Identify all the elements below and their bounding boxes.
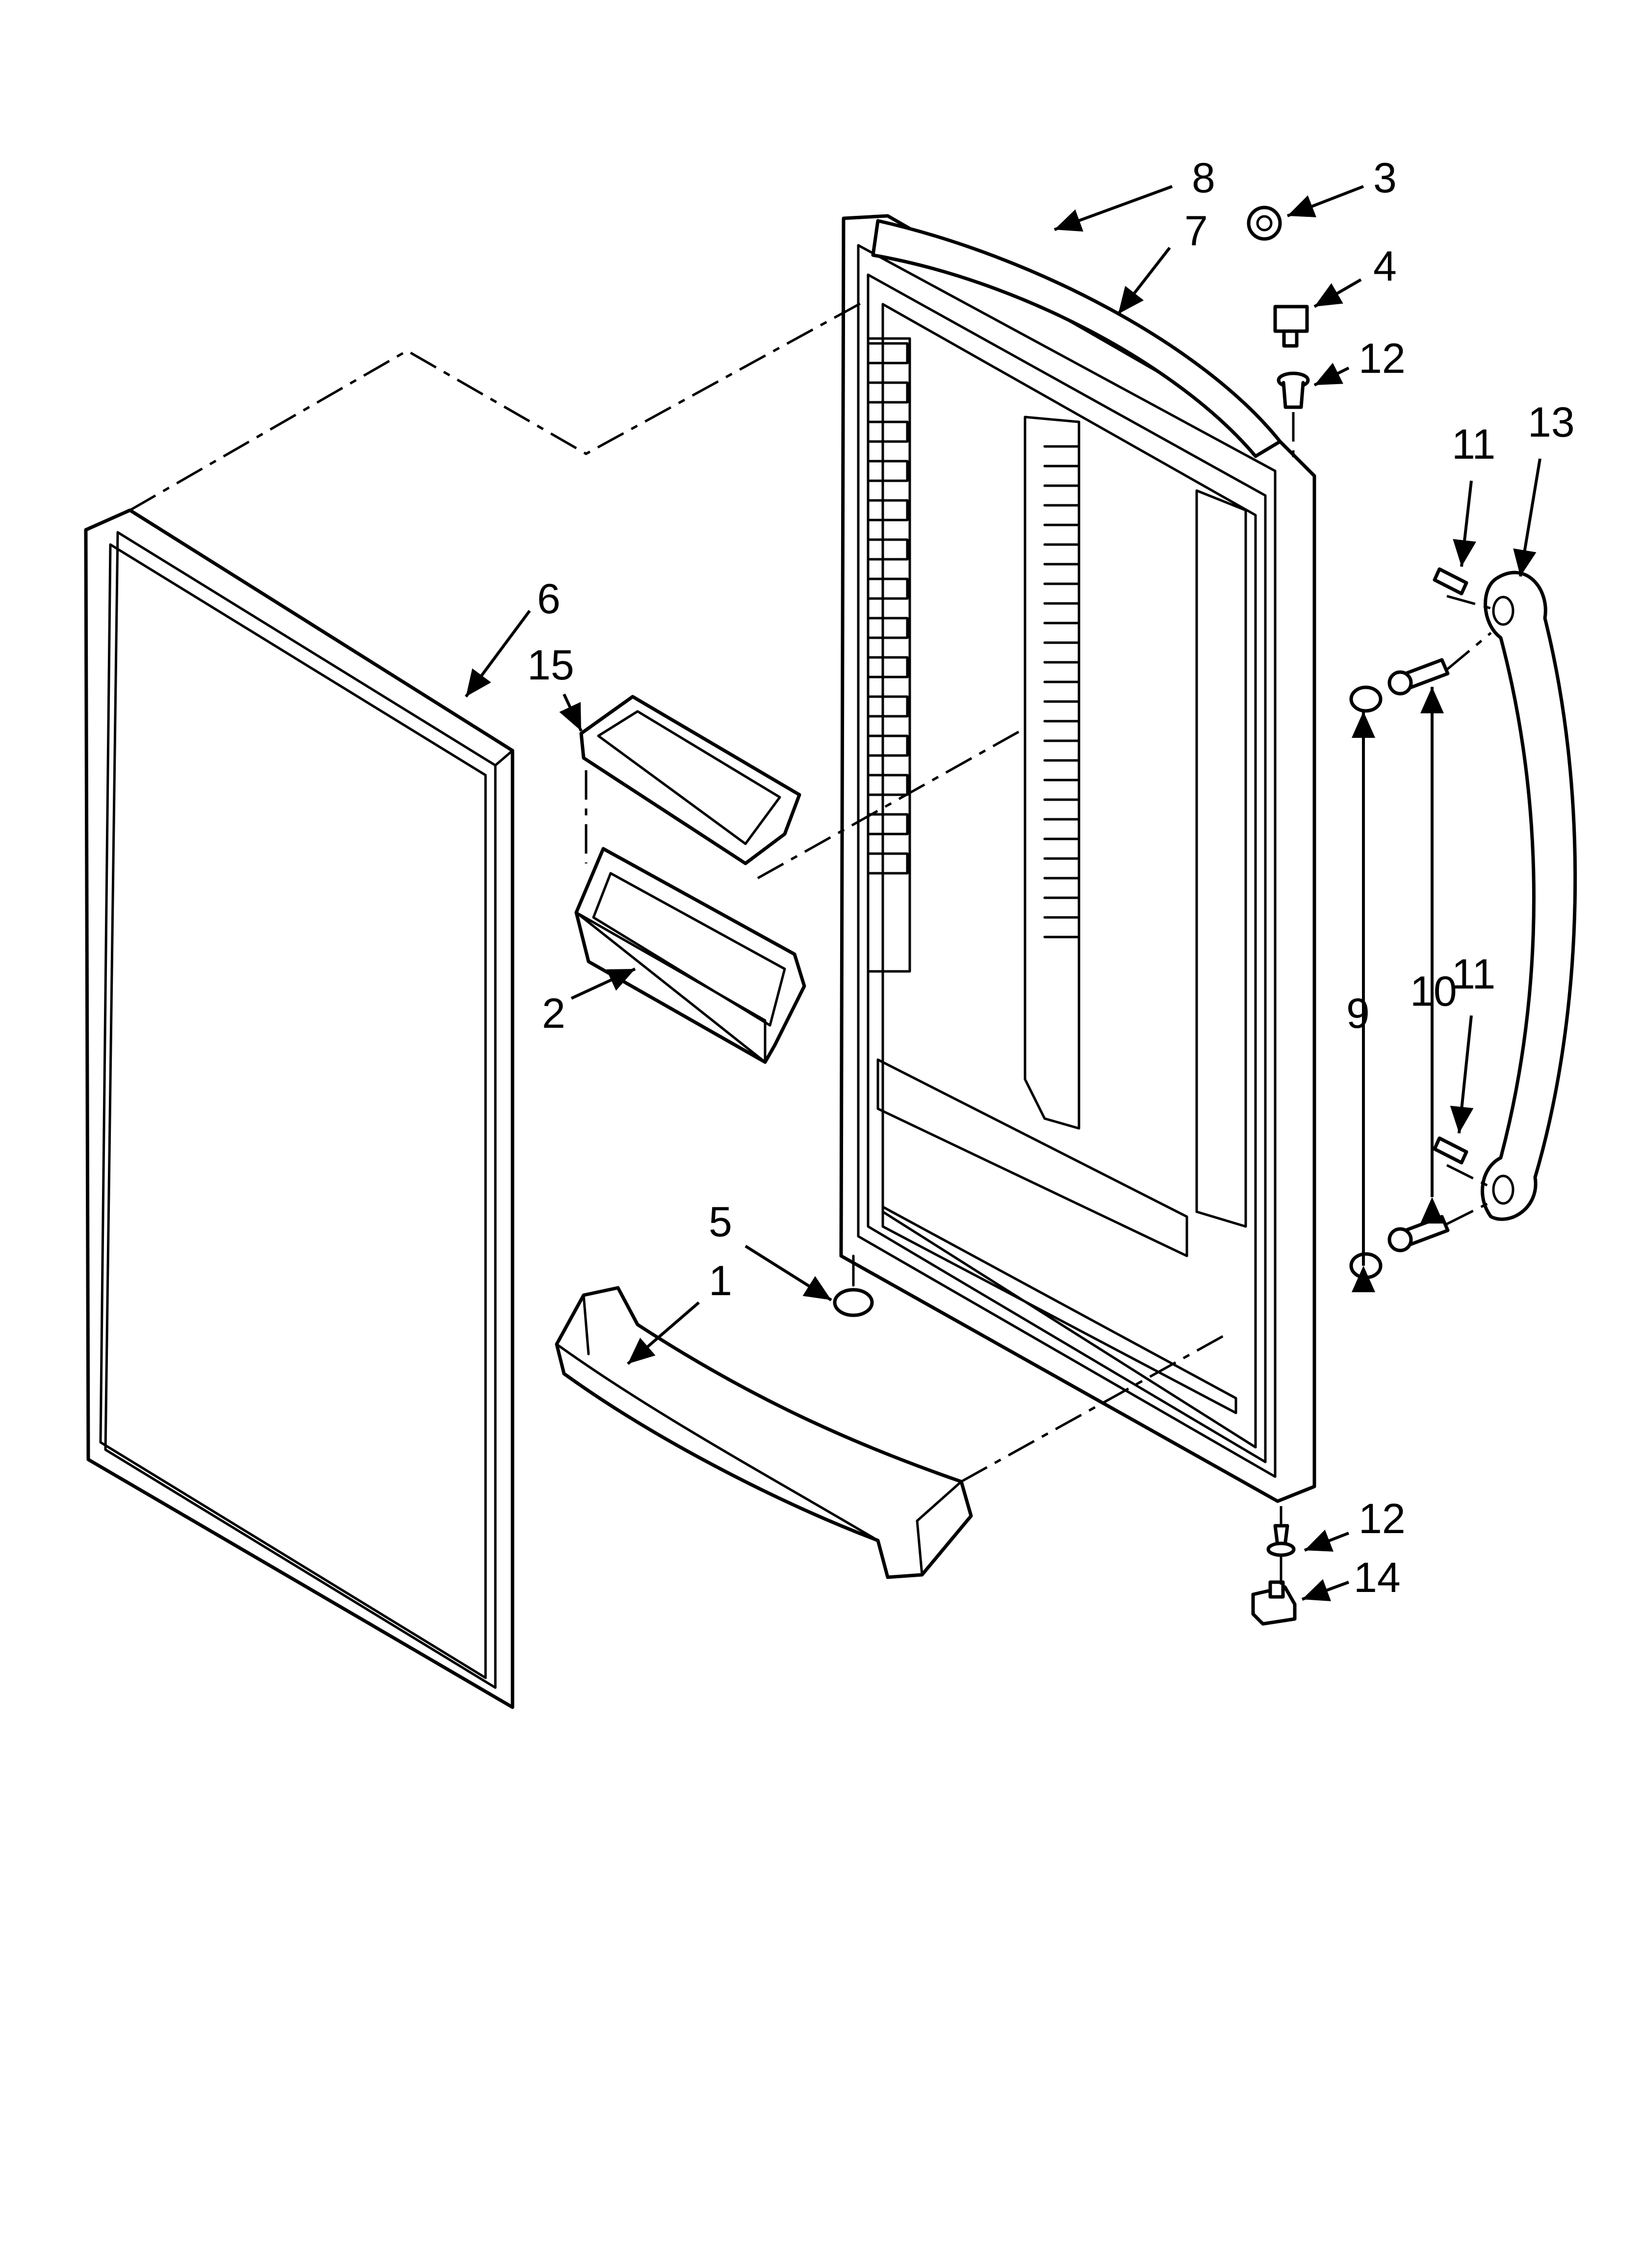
callout-8: 8 (1192, 155, 1215, 202)
hinge-plate-top (1273, 305, 1309, 348)
lower-door-shelf (555, 1286, 973, 1579)
door-handle (1481, 571, 1577, 1221)
left-rail-notches (867, 342, 909, 875)
callout-9: 9 (1346, 990, 1370, 1037)
bin-cover (579, 695, 801, 865)
spacer-top (1349, 685, 1383, 713)
door-gasket (84, 508, 514, 1709)
callout-4: 4 (1373, 243, 1397, 290)
shoulder-screw-top (1387, 658, 1450, 696)
spacer-bottom (1349, 1252, 1383, 1279)
hinge-bracket-bottom (1251, 1580, 1297, 1626)
center-rail-notches (1043, 445, 1080, 938)
set-screw-top (1433, 567, 1468, 596)
callout-13: 13 (1528, 399, 1575, 446)
set-screw-bottom (1433, 1136, 1468, 1165)
hinge-pin-top (1277, 371, 1310, 409)
door-stop (833, 1254, 874, 1317)
callout-6: 6 (537, 575, 561, 623)
callout-12-top: 12 (1359, 335, 1406, 382)
leader-lines (464, 185, 1541, 1601)
assembly-lines (129, 298, 1492, 1587)
callout-10: 10 (1410, 968, 1457, 1015)
callout-12-bottom: 12 (1359, 1495, 1406, 1542)
callout-11-top: 11 (1452, 421, 1495, 468)
shoulder-screw-bottom (1387, 1215, 1450, 1252)
callout-labels: 8 7 3 4 12 11 13 6 15 2 9 10 11 5 1 12 1… (527, 155, 1575, 1601)
callout-14: 14 (1354, 1554, 1401, 1601)
callout-7: 7 (1184, 208, 1208, 255)
callout-5: 5 (709, 1199, 732, 1246)
hinge-cap (1247, 206, 1282, 241)
callout-15: 15 (527, 642, 574, 689)
callout-11-bottom: 11 (1452, 951, 1495, 998)
callout-2: 2 (542, 990, 565, 1037)
hinge-pin-bottom (1266, 1524, 1296, 1557)
door-bin (574, 847, 806, 1064)
callout-1: 1 (709, 1257, 732, 1304)
callout-3: 3 (1373, 155, 1397, 202)
